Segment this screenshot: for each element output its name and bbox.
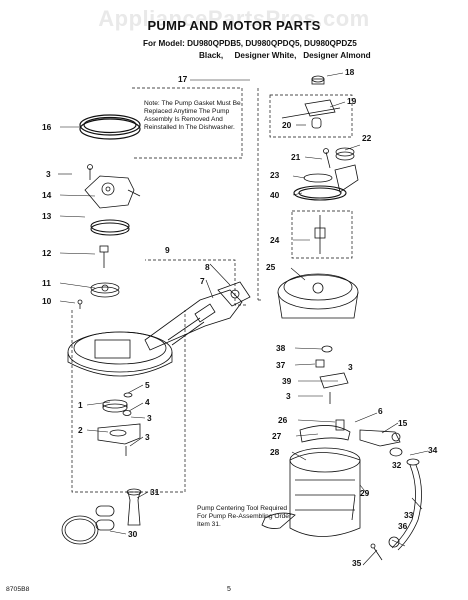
seal-kit-30 [61,505,115,545]
callout-29: 29 [360,488,370,498]
callout-36: 36 [398,521,408,531]
gasket-note: Note: The Pump Gasket Must Be Replaced A… [144,100,241,131]
motor-mount-26 [299,419,351,443]
pump-cover-14 [84,175,141,209]
callout-11: 11 [42,278,51,288]
seal-5 [123,392,133,398]
pump-housing [67,317,205,377]
centering-tool-31 [126,488,142,526]
page-number: 5 [227,586,231,593]
color-line: Black, Designer White, Designer Almond [199,51,371,60]
callout-3-right-b: 3 [286,391,291,401]
callout-1: 1 [78,400,83,410]
callout-15: 15 [398,418,408,428]
spring-20 [311,117,322,129]
callout-33: 33 [404,510,414,520]
bolt-21 [323,148,331,169]
callout-13: 13 [42,211,52,221]
hose-connector-15 [359,429,401,447]
bracket-39 [319,372,349,389]
grouping-lines [71,87,353,493]
callout-28: 28 [270,447,280,457]
screw-3-top [87,164,93,180]
callout-5: 5 [145,380,150,390]
pump-gasket [79,114,141,140]
callout-31: 31 [150,487,160,497]
part-37 [315,359,325,368]
callout-24: 24 [270,235,280,245]
callout-38: 38 [276,343,286,353]
callout-4: 4 [145,397,150,407]
callout-3-mid: 3 [147,413,152,423]
gasket-40 [293,185,347,201]
callout-9: 9 [165,245,170,255]
wire-harness [261,512,296,529]
screw-10 [77,299,83,309]
callout-19: 19 [347,96,357,106]
callout-23: 23 [270,170,280,180]
callout-21: 21 [291,152,301,162]
diagram-title: PUMP AND MOTOR PARTS [147,18,321,33]
callout-25: 25 [266,262,276,272]
callout-20: 20 [282,120,292,130]
bolt-12 [99,245,109,268]
pump-base-25 [277,273,359,319]
clamp-34 [406,458,420,466]
seal-4 [122,410,132,416]
callout-22: 22 [362,133,372,143]
motor-27-28 [289,447,361,537]
impeller-1 [102,399,128,413]
callout-18: 18 [345,67,355,77]
screw-35 [370,543,383,561]
model-line: For Model: DU980QPDB5, DU980QPDQ5, DU980… [143,39,357,48]
callout-14: 14 [42,190,52,200]
clamp-36 [388,536,400,548]
part-38 [321,345,333,353]
seal-ring-13 [90,219,130,236]
pump-base-2 [97,423,141,445]
callout-6: 6 [378,406,383,416]
spray-tube-assembly-9 [144,289,243,351]
plate-23 [303,164,359,193]
centering-tool-note: Pump Centering Tool Required For Pump Re… [197,505,292,528]
callout-2: 2 [78,425,83,435]
cap-18 [311,75,325,85]
callout-37: 37 [276,360,286,370]
callout-3-low: 3 [145,432,150,442]
callout-40: 40 [270,190,280,200]
watermark: AppliancePartsPros.com [98,6,370,31]
callout-10: 10 [42,296,52,306]
callout-3-top: 3 [46,169,51,179]
callout-30: 30 [128,529,138,539]
footer-code: 8705B8 [6,586,30,593]
ring-22 [335,147,355,161]
callout-8: 8 [205,262,210,272]
leader-lines [58,72,429,566]
check-valve-7 [217,281,251,307]
callout-27: 27 [272,431,282,441]
shaft-24 [314,215,326,254]
callout-7: 7 [200,276,205,286]
callout-34: 34 [428,445,438,455]
callout-12: 12 [42,248,52,258]
clamp-32 [389,447,403,457]
callout-16: 16 [42,122,52,132]
callout-3-right-a: 3 [348,362,353,372]
screw-29 [351,494,356,521]
callout-32: 32 [392,460,402,470]
callout-26: 26 [278,415,288,425]
callout-39: 39 [282,376,292,386]
bracket-19 [281,99,341,119]
callout-17: 17 [178,74,188,84]
callout-35: 35 [352,558,362,568]
impeller-11 [90,282,120,298]
